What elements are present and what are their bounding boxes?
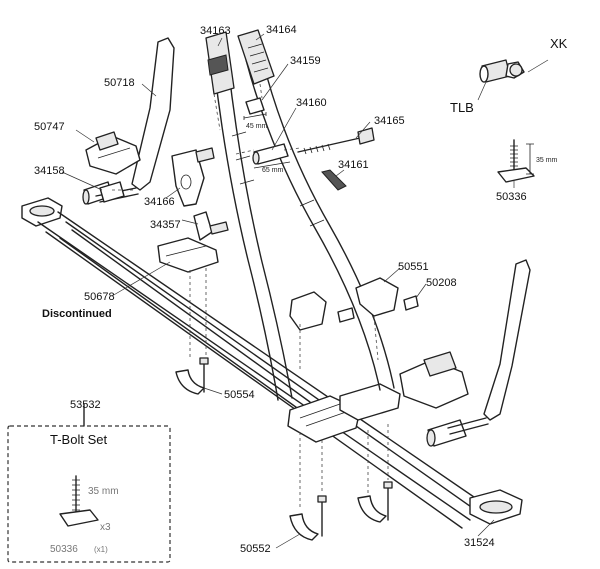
tbolt-set-part: 50336 <box>50 544 78 555</box>
label-50551: 50551 <box>398 261 429 273</box>
cradle-50747 <box>85 131 141 175</box>
tube-34159 <box>243 97 267 120</box>
label-50718: 50718 <box>104 77 135 89</box>
bolt-50208 <box>403 295 419 311</box>
label-50747: 50747 <box>34 121 65 133</box>
dim-35mm: 35 mm <box>536 157 558 164</box>
main-rail-frame <box>21 181 523 529</box>
bracket-34166 <box>171 147 215 207</box>
label-tlb: TLB <box>450 100 474 115</box>
label-34164: 34164 <box>266 24 297 36</box>
label-34159: 34159 <box>290 55 321 67</box>
label-50554: 50554 <box>224 389 255 401</box>
strap-50554 <box>175 357 209 395</box>
lock-key-icon <box>479 59 525 83</box>
upright-arms <box>213 57 395 401</box>
arm-right <box>447 259 531 435</box>
label-discontinued: Discontinued <box>42 308 112 320</box>
part-labels: 34163 34164 34159 50718 34160 34165 5074… <box>34 24 568 555</box>
tbolt-set-qty: x3 <box>100 522 111 533</box>
cradle-50551 <box>289 277 399 331</box>
leader-lines <box>61 33 549 549</box>
tbolt-set-box <box>7 403 171 563</box>
bolt-34161 <box>321 169 347 191</box>
tbolt-set-text: T-Bolt Set 35 mm x3 50336 (x1) <box>50 432 119 555</box>
tbolt-set-title: T-Bolt Set <box>50 432 107 447</box>
label-50208: 50208 <box>426 277 457 289</box>
dim-65mm: 65 mm <box>262 167 284 174</box>
tube-34160 <box>252 143 291 169</box>
label-34161: 34161 <box>338 159 369 171</box>
label-50336: 50336 <box>496 191 527 203</box>
label-31524: 31524 <box>464 537 495 549</box>
dimension-labels: 45 mm 65 mm 35 mm <box>246 123 558 174</box>
dim-45mm: 45 mm <box>246 123 268 130</box>
label-50552: 50552 <box>240 543 271 555</box>
assembly-guide-lines <box>112 83 389 510</box>
cradle-50678 <box>157 237 219 273</box>
label-53532: 53532 <box>70 399 101 411</box>
label-34160: 34160 <box>296 97 327 109</box>
strap-50552 <box>289 481 393 541</box>
tbolt-set-length: 35 mm <box>88 486 119 497</box>
label-50678: 50678 <box>84 291 115 303</box>
tbolt-50336-top <box>497 139 535 183</box>
head-34163 <box>205 31 235 95</box>
label-34163: 34163 <box>200 25 231 37</box>
head-34164 <box>237 29 275 85</box>
hook-34357 <box>193 211 229 241</box>
tube-34158 <box>99 181 125 203</box>
cradle-right-wheel <box>399 351 469 409</box>
arm-50718 <box>95 37 175 203</box>
bolt-34165 <box>297 127 375 155</box>
label-34357: 34357 <box>150 219 181 231</box>
tbolt-set-part-qty: (x1) <box>94 545 108 554</box>
label-34165: 34165 <box>374 115 405 127</box>
label-xk: XK <box>550 36 568 51</box>
label-34158: 34158 <box>34 165 65 177</box>
label-34166: 34166 <box>144 196 175 208</box>
